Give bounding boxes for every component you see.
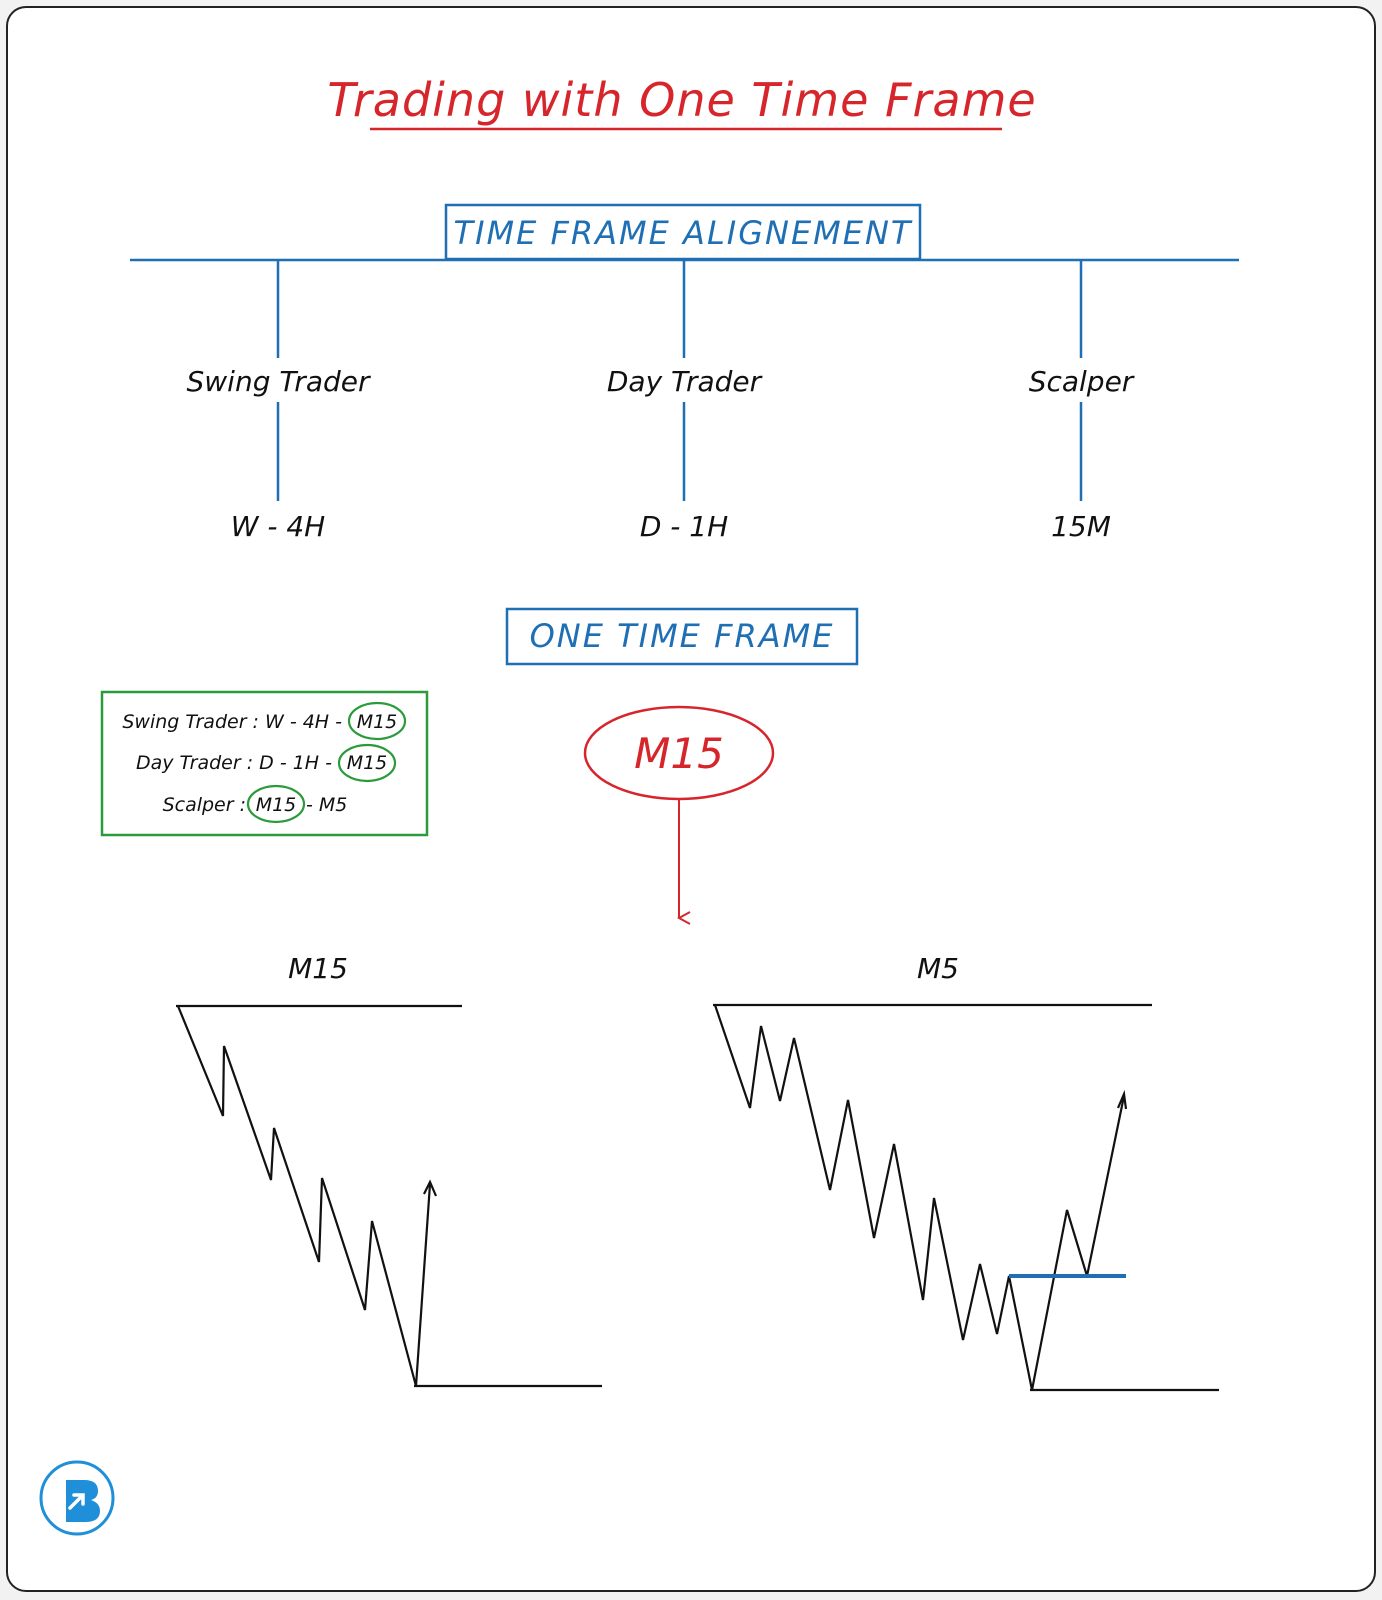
timeframe-swing: W - 4H [231,510,325,543]
diagram-card: Trading with One Time Frame TIME FRAME A… [6,6,1376,1592]
legend-circle-day [337,743,397,783]
one-time-frame-header-box [505,607,859,666]
legend-circled-swing: M15 [357,711,398,733]
branch-swing-trader: Swing Trader [187,365,371,398]
m15-highlight-label: M15 [634,729,724,778]
legend-row-swing: Swing Trader : W - 4H - [122,711,342,733]
m15-price-path [176,1005,432,1387]
m5-up-arrowhead [1116,1089,1128,1110]
legend-circle-swing [347,701,407,741]
legend-row-scalper: Scalper : [163,794,246,816]
alignment-header: TIME FRAME ALIGNEMENT [454,214,913,252]
legend-circled-day: M15 [347,752,388,774]
chart-right-label: M5 [917,952,959,985]
m15-price-sketch [176,1004,602,1388]
brand-logo-icon [39,1460,115,1536]
legend-suffix-scalper: - M5 [306,794,347,816]
branch-day-trader: Day Trader [607,365,763,398]
one-time-frame-header: ONE TIME FRAME [530,617,835,655]
legend-circled-scalper: M15 [256,794,297,816]
m5-price-sketch [713,1003,1219,1392]
m5-price-path [713,1004,1126,1391]
timeframe-legend-box [100,690,429,837]
timeframe-day: D - 1H [640,510,728,543]
chart-left-label: M15 [288,952,348,985]
legend-row-day: Day Trader : D - 1H - [136,752,332,774]
m15-up-arrowhead [423,1179,438,1197]
page-title: Trading with One Time Frame [327,73,1036,127]
legend-circle-scalper [246,784,306,824]
branch-scalper: Scalper [1029,365,1135,398]
timeframe-scalper: 15M [1051,510,1111,543]
diagram-canvas: Trading with One Time Frame TIME FRAME A… [39,73,1239,1536]
